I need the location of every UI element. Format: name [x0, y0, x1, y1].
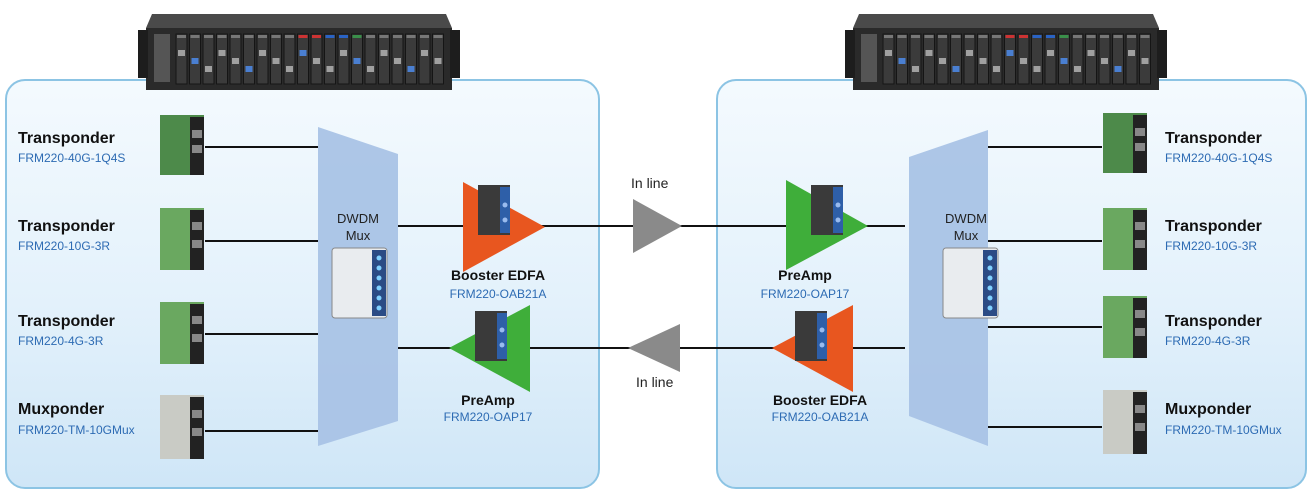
mux-label-line1: DWDM	[945, 211, 987, 226]
device-model-label: FRM220-4G-3R	[1165, 334, 1251, 348]
preamp-model-label: FRM220-OAP17	[760, 287, 850, 301]
booster-model-label: FRM220-OAB21A	[449, 287, 547, 301]
device-type-label: Transponder	[1165, 218, 1262, 235]
line-card-icon	[1103, 390, 1147, 454]
mux-label-line2: Mux	[345, 228, 371, 243]
device-type-label: Transponder	[18, 130, 115, 147]
device-model-label: FRM220-40G-1Q4S	[18, 151, 126, 165]
device-type-label: Transponder	[1165, 313, 1262, 330]
device-type-label: Muxponder	[1165, 401, 1252, 418]
device-model-label: FRM220-4G-3R	[18, 334, 104, 348]
booster-name-label: Booster EDFA	[450, 267, 546, 283]
dwdm-mux-module-icon	[942, 247, 999, 319]
mux-label-line2: Mux	[953, 228, 979, 243]
line-card-icon	[1103, 113, 1147, 173]
device-model-label: FRM220-TM-10GMux	[18, 423, 135, 437]
device-model-label: FRM220-40G-1Q4S	[1165, 151, 1273, 165]
rack-chassis-icon	[138, 14, 460, 90]
amplifier-module-icon	[478, 185, 510, 235]
device-model-label: FRM220-10G-3R	[18, 239, 111, 253]
inline-amp-bottom	[628, 324, 680, 372]
mux-label-line1: DWDM	[337, 211, 379, 226]
device-model-label: FRM220-TM-10GMux	[1165, 423, 1282, 437]
line-card-icon	[160, 395, 204, 459]
booster-name-label: Booster EDFA	[772, 392, 868, 408]
booster-model-label: FRM220-OAB21A	[771, 410, 869, 424]
preamp-name-label: PreAmp	[461, 392, 515, 408]
line-card-icon	[1103, 208, 1147, 270]
device-model-label: FRM220-10G-3R	[1165, 239, 1258, 253]
line-card-icon	[160, 115, 204, 175]
line-card-icon	[1103, 296, 1147, 358]
device-type-label: Transponder	[18, 218, 115, 235]
amplifier-module-icon	[795, 311, 827, 361]
inline-label-top: In line	[631, 175, 669, 191]
amplifier-module-icon	[811, 185, 843, 235]
device-type-label: Transponder	[18, 313, 115, 330]
preamp-name-label: PreAmp	[778, 267, 832, 283]
inline-label-bottom: In line	[636, 374, 674, 390]
inline-amp-top	[633, 199, 682, 253]
device-type-label: Transponder	[1165, 130, 1262, 147]
line-card-icon	[160, 208, 204, 270]
amplifier-module-icon	[475, 311, 507, 361]
dwdm-mux-module-icon	[331, 247, 388, 319]
line-card-icon	[160, 302, 204, 364]
device-type-label: Muxponder	[18, 401, 105, 418]
preamp-model-label: FRM220-OAP17	[443, 410, 533, 424]
rack-chassis-icon	[845, 14, 1167, 90]
